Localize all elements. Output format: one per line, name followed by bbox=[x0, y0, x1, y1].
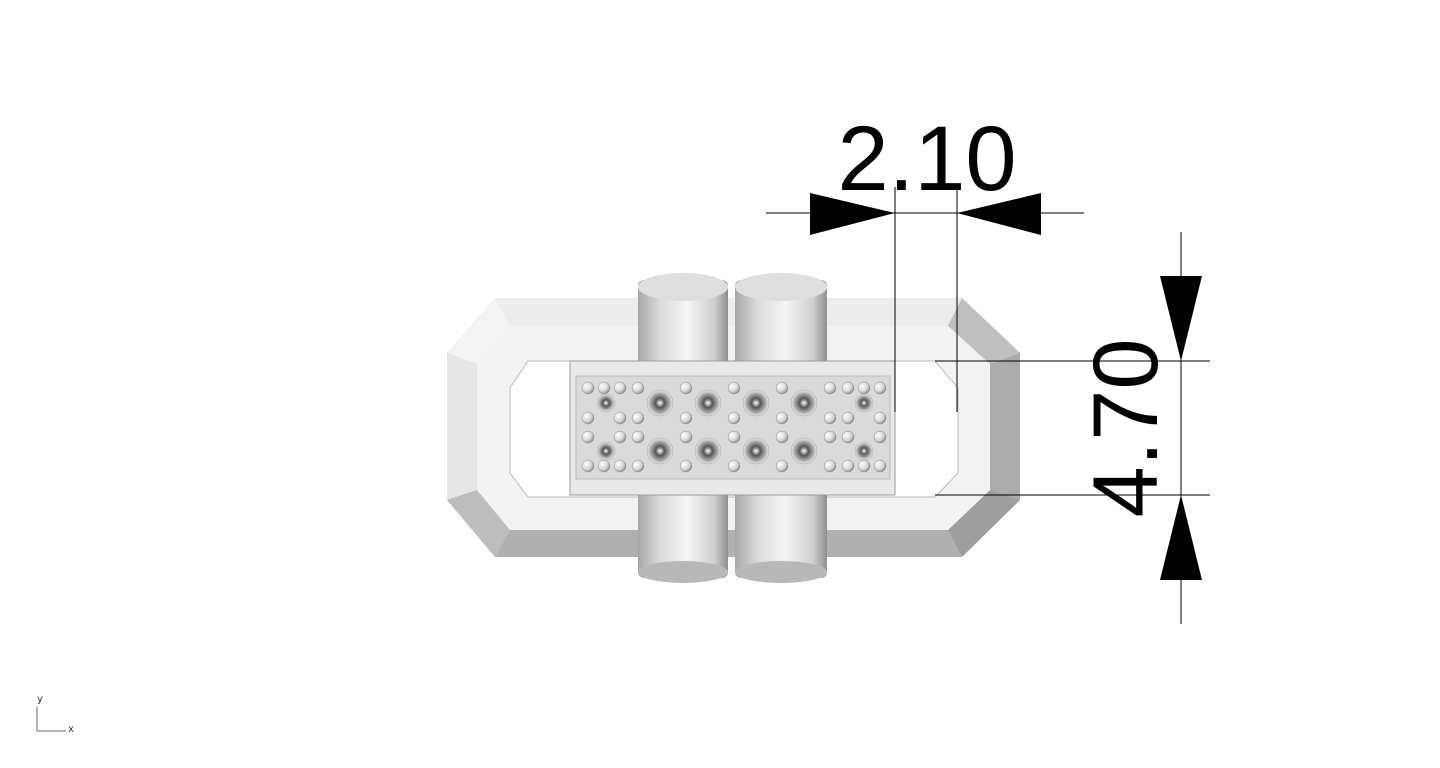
prong-bead bbox=[823, 430, 837, 444]
prong-bead bbox=[597, 381, 611, 395]
prong-bead bbox=[727, 430, 741, 444]
prong-bead bbox=[631, 430, 645, 444]
prong-bead bbox=[631, 381, 645, 395]
axis-y-label: y bbox=[37, 694, 43, 705]
dimension-value-horizontal: 2.10 bbox=[837, 108, 1016, 210]
stone-seat bbox=[790, 437, 818, 465]
prong-bead bbox=[873, 411, 887, 425]
arrowhead-bottom bbox=[1160, 495, 1202, 580]
stone-seat bbox=[646, 437, 674, 465]
prong-bead bbox=[679, 430, 693, 444]
prong-bead bbox=[873, 459, 887, 473]
prong-bead bbox=[823, 459, 837, 473]
stone-seat bbox=[854, 393, 874, 413]
prong-bead bbox=[597, 459, 611, 473]
prong-bead bbox=[873, 381, 887, 395]
prong-bead bbox=[841, 411, 855, 425]
stone-seat bbox=[646, 389, 674, 417]
stone-seat bbox=[596, 441, 616, 461]
prong-bead bbox=[581, 381, 595, 395]
stone-seat bbox=[790, 389, 818, 417]
prong-bead bbox=[727, 411, 741, 425]
cylinder-right-bottom bbox=[735, 490, 827, 583]
axis-x-label: x bbox=[68, 724, 74, 735]
prong-bead bbox=[613, 430, 627, 444]
stone-seat bbox=[694, 437, 722, 465]
dimension-value-vertical: 4.70 bbox=[1075, 338, 1177, 517]
prong-bead bbox=[613, 381, 627, 395]
prong-bead bbox=[581, 430, 595, 444]
stone-seat bbox=[854, 441, 874, 461]
prong-bead bbox=[841, 459, 855, 473]
cylinder-left-bottom bbox=[638, 490, 728, 583]
axis-indicator bbox=[36, 707, 66, 732]
stone-seat bbox=[742, 389, 770, 417]
prong-bead bbox=[581, 411, 595, 425]
dimension-horizontal[interactable]: 2.10 bbox=[766, 108, 1084, 412]
prong-bead bbox=[823, 381, 837, 395]
prong-bead bbox=[823, 411, 837, 425]
prong-bead bbox=[727, 381, 741, 395]
prong-bead bbox=[613, 459, 627, 473]
prong-bead bbox=[631, 459, 645, 473]
prong-bead bbox=[857, 381, 871, 395]
dimension-vertical[interactable]: 4.70 bbox=[935, 232, 1210, 624]
prong-bead bbox=[613, 411, 627, 425]
arrowhead-top bbox=[1160, 276, 1202, 361]
prong-bead bbox=[727, 459, 741, 473]
prong-bead bbox=[873, 430, 887, 444]
stone-seat bbox=[694, 389, 722, 417]
prong-bead bbox=[679, 411, 693, 425]
prong-bead bbox=[775, 381, 789, 395]
cylinder-group bbox=[638, 273, 827, 583]
prong-bead bbox=[775, 430, 789, 444]
arrowhead-left bbox=[810, 193, 895, 235]
pave-plate bbox=[569, 360, 896, 496]
gem-settings bbox=[581, 381, 887, 473]
prong-bead bbox=[857, 459, 871, 473]
prong-bead bbox=[679, 459, 693, 473]
arrowhead-right bbox=[957, 193, 1041, 235]
prong-bead bbox=[631, 411, 645, 425]
stone-seat bbox=[596, 393, 616, 413]
prong-bead bbox=[581, 459, 595, 473]
stone-seat bbox=[742, 437, 770, 465]
prong-bead bbox=[841, 381, 855, 395]
prong-bead bbox=[841, 430, 855, 444]
prong-bead bbox=[775, 459, 789, 473]
cylinder-right-top bbox=[735, 273, 827, 380]
prong-bead bbox=[775, 411, 789, 425]
cylinder-left-top bbox=[638, 273, 728, 380]
prong-bead bbox=[679, 381, 693, 395]
